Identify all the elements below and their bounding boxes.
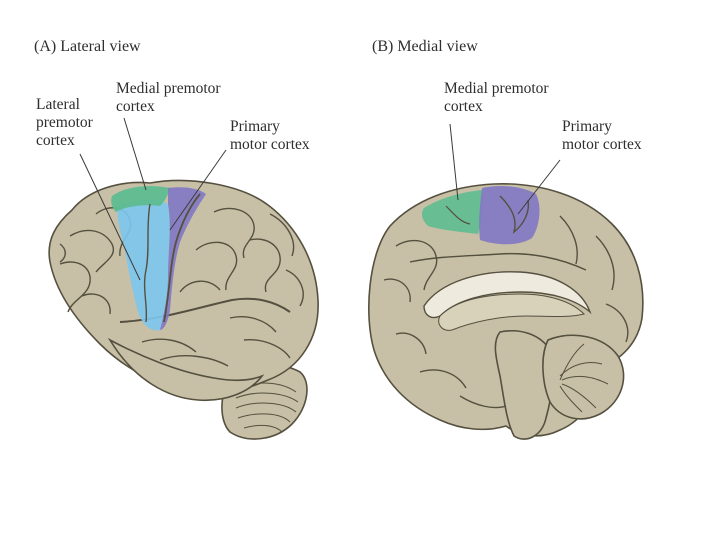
lateral-panel-title: (A) Lateral view <box>34 38 141 55</box>
lateral-leader-lines <box>79 117 227 281</box>
lateral-precentral-sulcus <box>143 203 151 323</box>
medial-panel-title: (B) Medial view <box>372 38 478 55</box>
lateral-central-sulcus <box>163 193 201 323</box>
lateral-medial-premotor-region <box>111 186 170 212</box>
medial-leader-lines <box>449 123 561 215</box>
medial-ventricle <box>438 293 585 331</box>
medial-gyri <box>383 215 629 409</box>
lateral-cerebellum-folds <box>235 382 299 433</box>
medial-brain <box>368 123 644 440</box>
lateral-brain <box>48 117 319 440</box>
medial-primary-motor-label: Primary motor cortex <box>562 118 642 153</box>
lateral-temporal-lobe <box>107 337 265 402</box>
medial-premotor-sulcus <box>445 205 471 225</box>
lateral-gyri <box>59 207 304 367</box>
lateral-primary-motor-label: Primary motor cortex <box>230 118 310 153</box>
lateral-medial-premotor-label: Medial premotor cortex <box>116 80 221 115</box>
medial-primary-motor-region <box>479 186 540 245</box>
medial-medial-premotor-label: Medial premotor cortex <box>444 80 549 115</box>
medial-motor-sulcus <box>499 195 530 234</box>
medial-cerebellum-arbor <box>559 343 609 413</box>
lateral-premotor-region <box>117 199 170 331</box>
lateral-primary-motor-region <box>160 187 206 330</box>
lateral-premotor-label: Lateral premotor cortex <box>36 96 93 149</box>
